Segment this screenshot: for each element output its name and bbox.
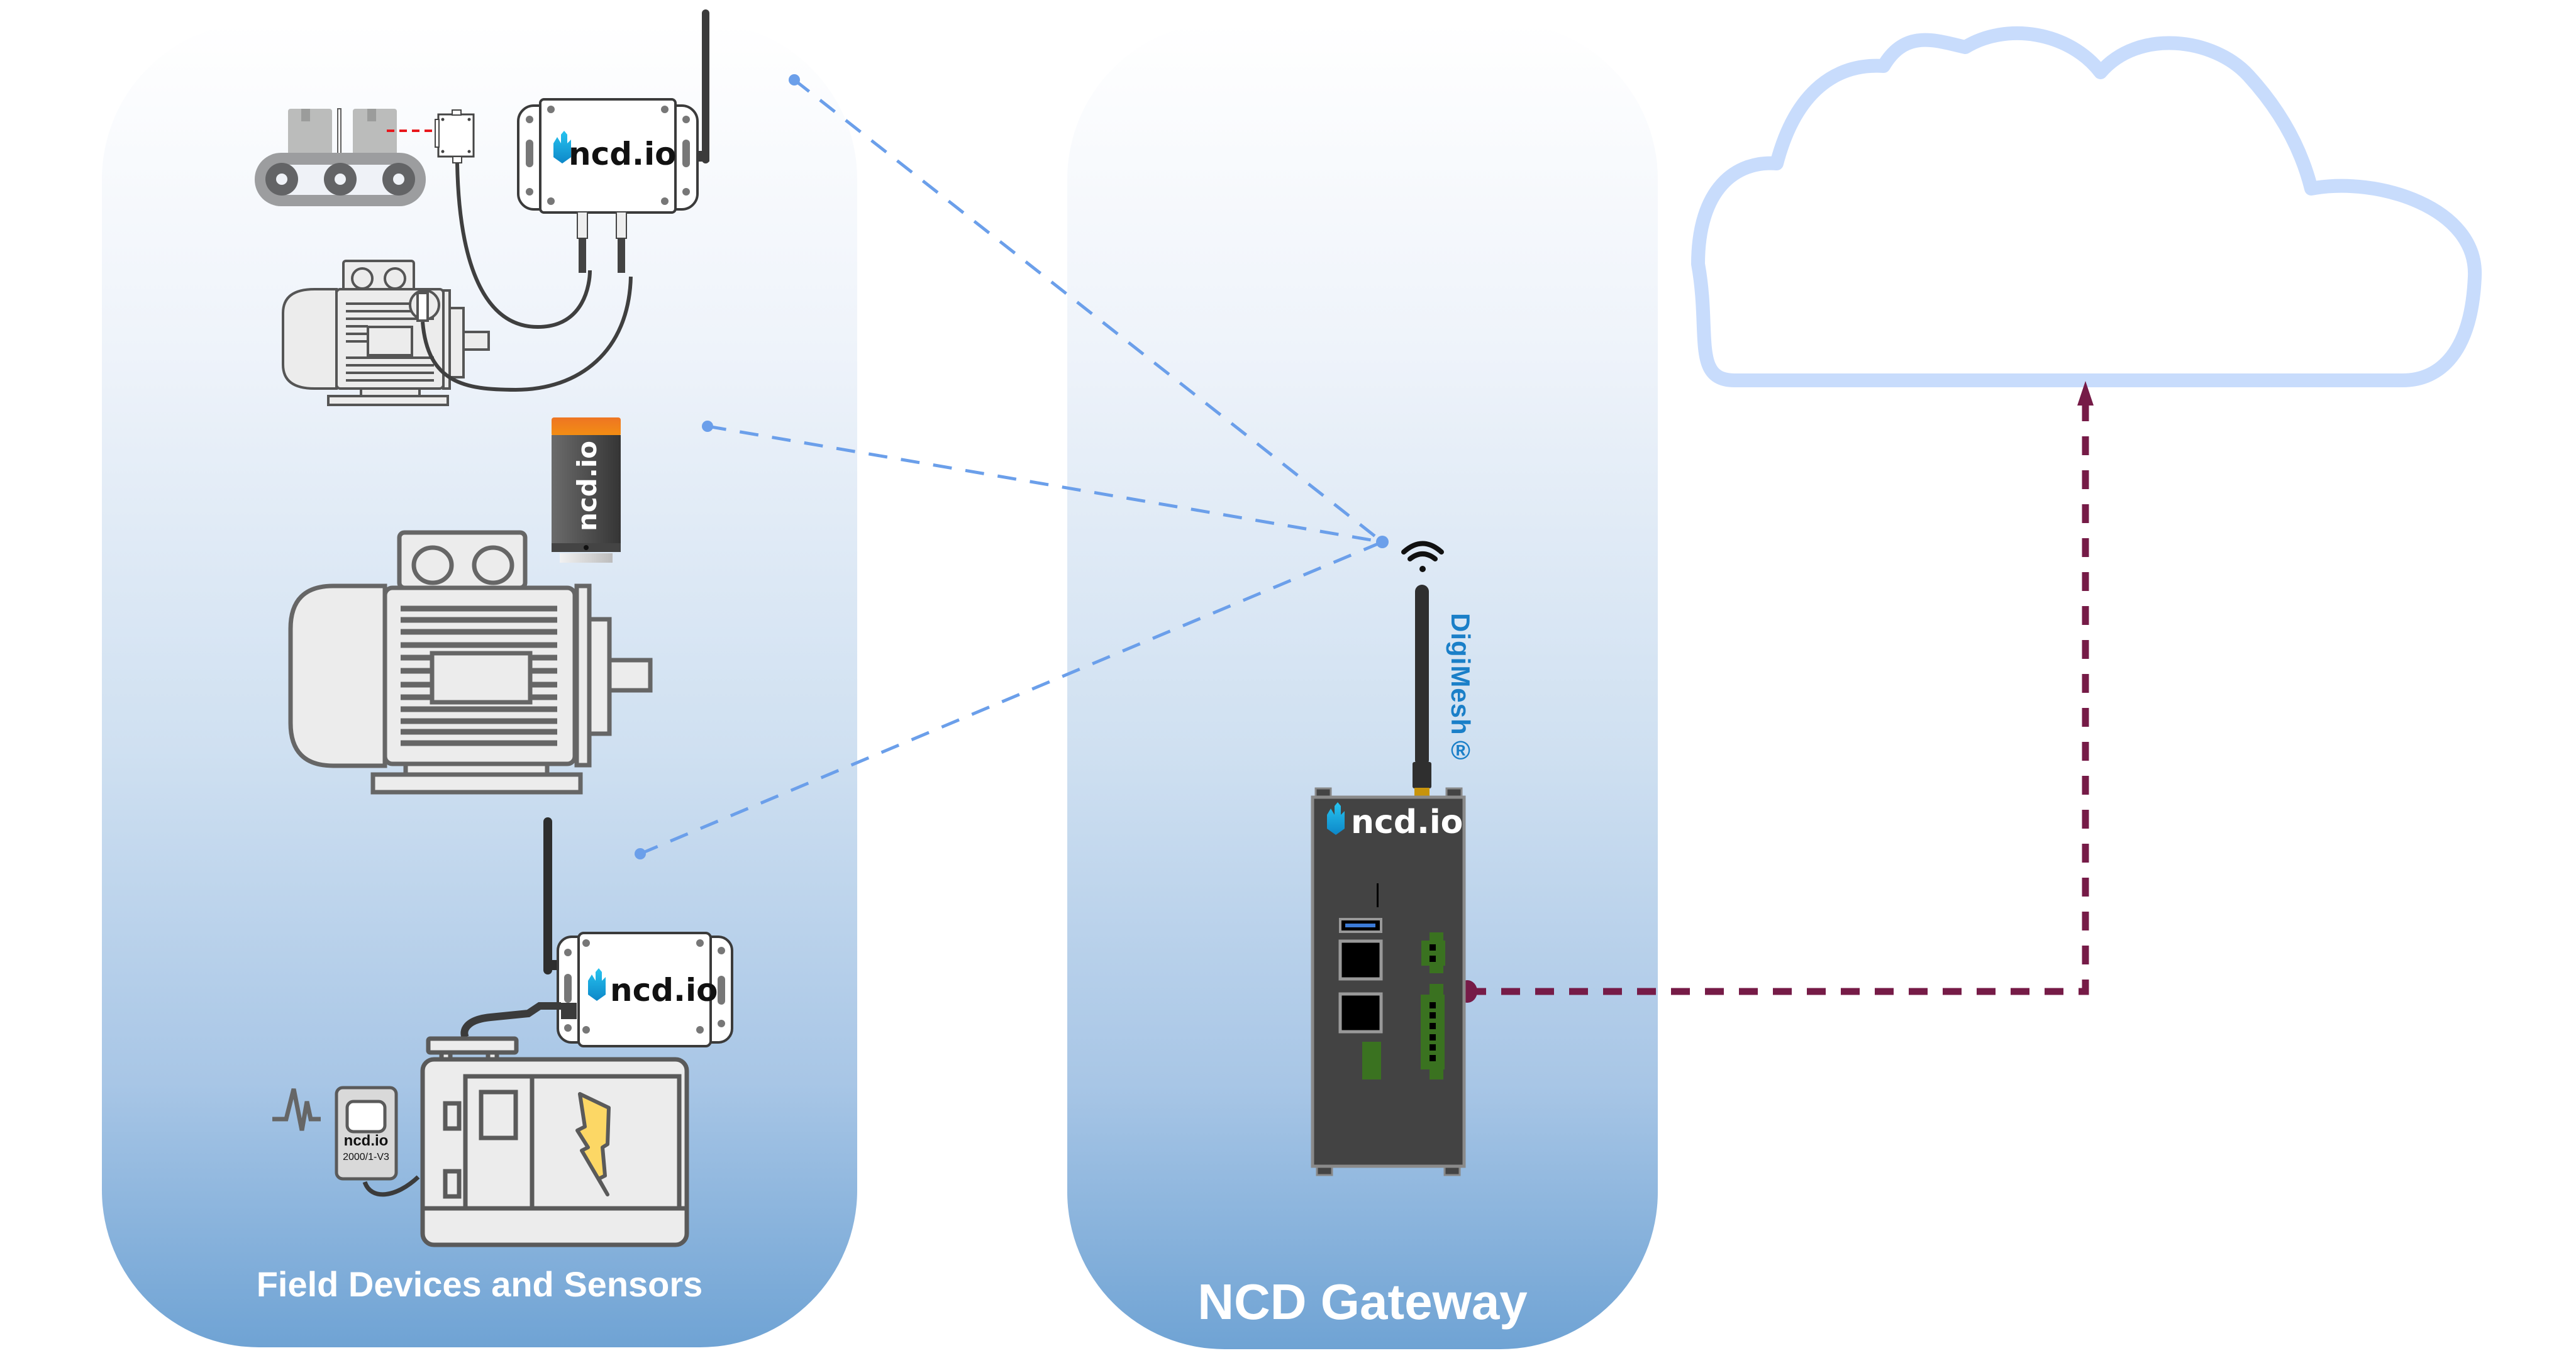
gateway-label: NCD Gateway: [1197, 1274, 1528, 1330]
cloud-icon: [1691, 26, 2482, 387]
ncd-logo-top: ncd.io: [569, 136, 677, 172]
ncd-sensor-top: ncd.io: [517, 9, 709, 273]
link-hub: [1376, 536, 1389, 548]
ct-clamp-brand: ncd.io: [344, 1132, 389, 1149]
motor-icon-middle: [288, 530, 653, 795]
ncd-logo-bottom: ncd.io: [610, 972, 718, 1008]
wireless-link-bottom: [640, 540, 1383, 856]
ncd-sensor-bottom: ncd.io: [460, 817, 733, 1047]
waveform-icon: [272, 1088, 321, 1131]
vibration-sensor-icon: ncd.io: [552, 417, 621, 563]
gateway-device: ncd.io: [1311, 787, 1466, 1176]
gateway-antenna: [1413, 585, 1431, 797]
cloud-uplink: [1457, 381, 2094, 1003]
wifi-icon: [1401, 541, 1444, 572]
motor-icon-top: [282, 260, 633, 406]
field-devices-label: Field Devices and Sensors: [256, 1264, 703, 1304]
link-endpoint-middle: [702, 421, 713, 432]
wireless-links: [640, 79, 1384, 856]
photo-sensor-icon: [435, 109, 592, 329]
lightning-icon: [575, 1092, 611, 1196]
ncd-logo-vibration: ncd.io: [572, 441, 602, 531]
digimesh-label: DigiMesh®: [1446, 613, 1475, 766]
wireless-link-top: [793, 79, 1384, 543]
wireless-link-middle: [707, 424, 1383, 544]
ct-clamp-model: 2000/1-V3: [343, 1152, 389, 1162]
conveyor-icon: [255, 108, 434, 206]
ct-clamp-icon: ncd.io 2000/1-V3: [272, 1086, 420, 1197]
generator-icon: [420, 1036, 689, 1247]
link-endpoint-top: [789, 74, 800, 86]
gateway-logo: ncd.io: [1351, 803, 1463, 841]
link-endpoint-bottom: [635, 848, 646, 859]
